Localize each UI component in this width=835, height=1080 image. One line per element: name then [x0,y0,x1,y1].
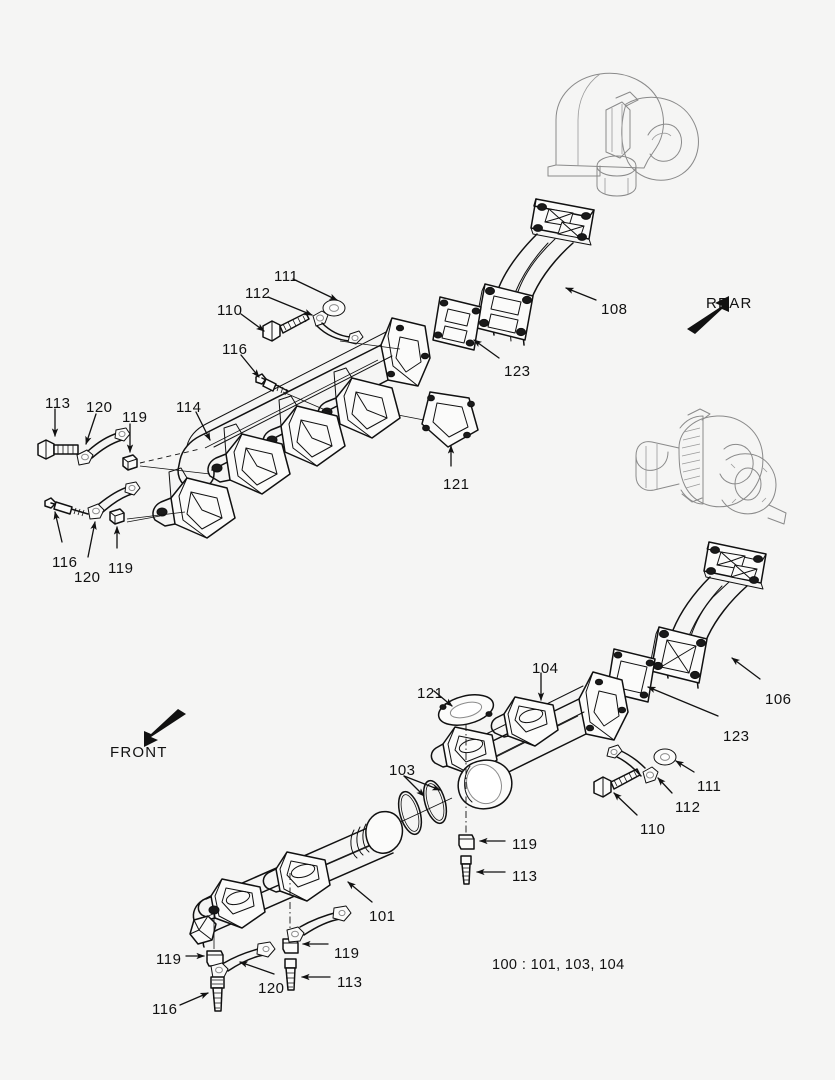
manifold-boss-104-left [430,726,513,810]
port-gasket-121-rear [397,391,479,448]
hardware-washer-111-front [653,748,677,766]
legend-note: 100 : 101, 103, 104 [492,957,625,973]
callout-116-left: 116 [52,554,78,571]
callout-121-rear: 121 [443,476,470,493]
hardware-bolt-113-bot [284,958,297,991]
callout-119-bot-left: 119 [156,951,182,968]
hardware-strap-120-left-2 [87,481,141,520]
hardware-spacer-119-bot-right [282,873,299,954]
hardware-bracket-112-front [606,744,659,784]
hardware-bolt-110-front [593,768,641,798]
hardware-spacer-119-left [122,454,138,471]
turbocharger-rear-illustration [547,72,699,197]
manifold-boss-104 [490,696,559,747]
assembly-line-upper [139,448,201,464]
callout-108: 108 [601,301,628,318]
hardware-bolt-113-mid [460,855,472,885]
callout-101: 101 [369,908,396,925]
callout-119-left-2: 119 [108,560,134,577]
callout-103: 103 [389,762,416,779]
callout-113-bot: 113 [337,974,363,991]
front-direction-label: FRONT [110,744,168,761]
callout-119-bot-right: 119 [334,945,360,962]
hardware-spacer-119-left-2 [109,508,125,525]
manifold-boss-101-right [262,851,331,902]
hardware-stud-116-bot [210,976,225,1012]
callout-123-front: 123 [723,728,750,745]
hardware-strap-120-bot [210,941,276,979]
front-direction-arrow [144,709,186,747]
elbow-gasket-123-rear [432,296,482,351]
hardware-bolt-113-left [37,439,79,460]
callout-123-rear: 123 [504,363,531,380]
callout-111-rear: 111 [274,268,299,285]
rear-direction-arrow [687,296,729,334]
callout-112-rear: 112 [245,285,271,302]
exhaust-elbow-rear-108 [473,198,595,346]
manifold-boss-101-left [197,878,266,929]
callout-120-left: 120 [86,399,113,416]
manifold-section-101 [189,810,404,948]
callout-112-front: 112 [675,799,701,816]
hardware-bracket-112-rear [312,310,364,345]
hardware-strap-120-left [76,427,131,466]
manifold-port-4 [152,467,236,539]
callout-116-rear: 116 [222,341,248,358]
hardware-washer-111-rear [322,299,346,317]
callout-113-mid: 113 [512,868,538,885]
callout-113-left: 113 [45,395,71,412]
manifold-port-3 [207,423,291,495]
callout-110-front: 110 [640,821,666,838]
callout-121-front: 121 [417,685,444,702]
callout-106: 106 [765,691,792,708]
hardware-stud-116-left [44,497,89,517]
callout-120-left-2: 120 [74,569,101,586]
callout-119-mid: 119 [512,836,538,853]
callout-111-front: 111 [697,778,722,795]
hardware-bolt-110-rear [262,312,310,342]
callout-116-bot: 116 [152,1001,178,1018]
exhaust-manifold-114 [152,317,431,539]
manifold-port-2 [262,395,346,467]
turbocharger-front-illustration [635,408,787,525]
hardware-strap-120-bot-right [286,905,352,943]
callout-119-left: 119 [122,409,148,426]
callout-110-rear: 110 [217,302,243,319]
hardware-spacer-119-mid [458,834,475,850]
exhaust-elbow-front-106 [647,541,767,689]
rear-direction-label: REAR [706,295,753,312]
callout-104: 104 [532,660,559,677]
manifold-section-104 [430,671,629,810]
callout-120-bot: 120 [258,980,285,997]
callout-114: 114 [176,399,202,416]
callout-leader-lines [51,278,761,1006]
o-ring-seals-103 [391,779,453,836]
